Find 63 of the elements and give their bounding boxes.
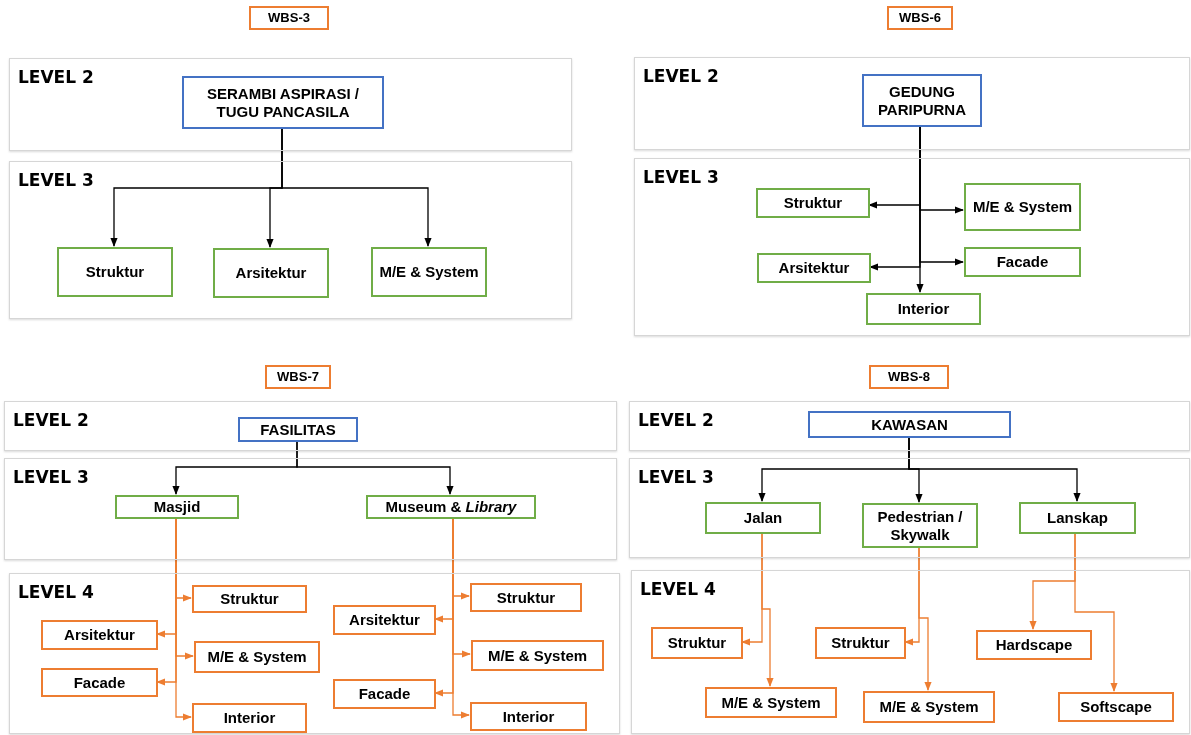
level-band	[629, 458, 1190, 558]
level-2-box: SERAMBI ASPIRASI / TUGU PANCASILA	[182, 76, 384, 129]
level-4-box: Hardscape	[976, 630, 1092, 660]
level-3-box: Arsitektur	[213, 248, 329, 298]
level-heading: LEVEL 2	[18, 66, 94, 89]
level-4-box: Struktur	[815, 627, 906, 659]
level-heading: LEVEL 4	[18, 581, 94, 604]
level-4-box: Arsitektur	[41, 620, 158, 650]
connector-arrow	[908, 436, 1081, 502]
connector-arrow	[1074, 532, 1118, 692]
level-4-box: M/E & System	[471, 640, 604, 671]
level-heading: LEVEL 3	[13, 466, 89, 489]
connector-arrow	[918, 546, 932, 691]
level-3-box: Pedestrian / Skywalk	[862, 503, 978, 548]
level-band	[634, 158, 1190, 336]
level-heading: LEVEL 2	[13, 409, 89, 432]
level-3-box: M/E & System	[371, 247, 487, 297]
level-4-box: M/E & System	[863, 691, 995, 723]
level-2-box: GEDUNG PARIPURNA	[862, 74, 982, 127]
wbs-tag: WBS-8	[869, 365, 949, 389]
connector-arrow	[761, 532, 774, 687]
level-4-box: M/E & System	[194, 641, 320, 673]
level-4-box: Interior	[470, 702, 587, 731]
wbs-tag: WBS-3	[249, 6, 329, 30]
connector-arrow	[281, 127, 432, 247]
level-3-box: Struktur	[756, 188, 870, 218]
level-band	[4, 458, 617, 560]
level-band	[9, 58, 572, 151]
level-2-box: KAWASAN	[808, 411, 1011, 438]
wbs-tag: WBS-6	[887, 6, 953, 30]
connector-arrow	[296, 440, 454, 495]
level-3-box: Struktur	[57, 247, 173, 297]
level-3-box: Interior	[866, 293, 981, 325]
level-heading: LEVEL 2	[643, 65, 719, 88]
level-3-box: Facade	[964, 247, 1081, 277]
level-4-box: Interior	[192, 703, 307, 733]
level-heading: LEVEL 3	[18, 169, 94, 192]
level-4-box: Arsitektur	[333, 605, 436, 635]
level-band	[629, 401, 1190, 451]
level-heading: LEVEL 2	[638, 409, 714, 432]
level-4-box: M/E & System	[705, 687, 837, 718]
level-band	[631, 570, 1190, 734]
level-3-box: Arsitektur	[757, 253, 871, 283]
level-band	[634, 57, 1190, 150]
level-band	[4, 401, 617, 451]
level-3-box: M/E & System	[964, 183, 1081, 231]
level-2-box: FASILITAS	[238, 417, 358, 442]
level-heading: LEVEL 4	[640, 578, 716, 601]
level-4-box: Facade	[41, 668, 158, 697]
level-4-box: Struktur	[192, 585, 307, 613]
level-3-box: Jalan	[705, 502, 821, 534]
level-heading: LEVEL 3	[638, 466, 714, 489]
level-band	[9, 161, 572, 319]
level-heading: LEVEL 3	[643, 166, 719, 189]
level-4-box: Facade	[333, 679, 436, 709]
level-4-box: Struktur	[651, 627, 743, 659]
level-3-box: Masjid	[115, 495, 239, 519]
level-4-box: Softscape	[1058, 692, 1174, 722]
level-3-box: Museum & Library	[366, 495, 536, 519]
level-4-box: Struktur	[470, 583, 582, 612]
level-band	[9, 573, 620, 734]
wbs-tag: WBS-7	[265, 365, 331, 389]
level-3-box: Lanskap	[1019, 502, 1136, 534]
